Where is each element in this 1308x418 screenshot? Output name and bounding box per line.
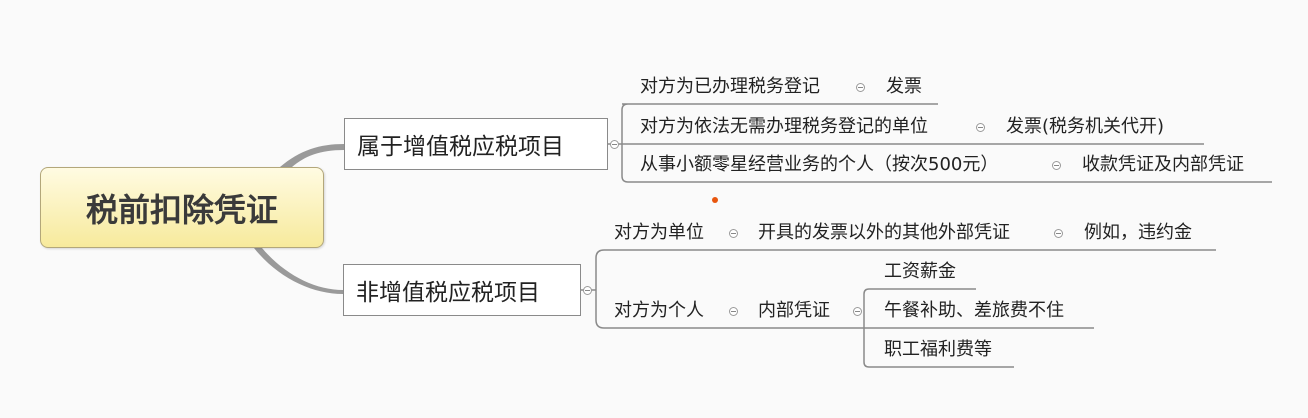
vat-bracket	[621, 103, 1272, 183]
root-to-vat-curve	[280, 144, 344, 167]
branch-vat-taxable[interactable]: 属于增值税应税项目	[344, 118, 608, 170]
root-node[interactable]: 税前扣除凭证	[40, 167, 324, 248]
node-party-unit[interactable]: 对方为单位	[614, 222, 704, 243]
node-example-penalty[interactable]: 例如，违约金	[1084, 222, 1192, 243]
nonvat-bracket	[595, 249, 1216, 329]
root-to-nonvat-curve	[254, 248, 343, 294]
node-wages[interactable]: 工资薪金	[884, 261, 956, 282]
collapse-toggle-icon[interactable]	[1054, 229, 1063, 238]
node-registered-party[interactable]: 对方为已办理税务登记	[640, 76, 820, 97]
branch-non-vat-taxable[interactable]: 非增值税应税项目	[343, 264, 581, 316]
node-small-individual[interactable]: 从事小额零星经营业务的个人（按次500元）	[640, 154, 999, 175]
node-internal-voucher[interactable]: 内部凭证	[758, 300, 830, 321]
collapse-toggle-icon[interactable]	[976, 123, 985, 132]
collapse-toggle-icon[interactable]	[856, 83, 865, 92]
collapse-toggle-icon[interactable]	[1052, 161, 1061, 170]
node-tax-office-invoice[interactable]: 发票(税务机关代开)	[1006, 116, 1165, 137]
collapse-toggle-icon[interactable]	[583, 286, 592, 295]
node-invoice[interactable]: 发票	[886, 76, 922, 97]
collapse-toggle-icon[interactable]	[729, 229, 738, 238]
marker-dot	[712, 197, 718, 203]
collapse-toggle-icon[interactable]	[610, 140, 619, 149]
person-items-bracket	[863, 288, 1094, 368]
node-external-voucher[interactable]: 开具的发票以外的其他外部凭证	[758, 222, 1010, 243]
node-party-individual[interactable]: 对方为个人	[614, 300, 704, 321]
collapse-toggle-icon[interactable]	[853, 307, 862, 316]
node-welfare[interactable]: 职工福利费等	[884, 339, 992, 360]
node-exempt-unit[interactable]: 对方为依法无需办理税务登记的单位	[640, 116, 928, 137]
collapse-toggle-icon[interactable]	[729, 307, 738, 316]
node-meal-travel[interactable]: 午餐补助、差旅费不住	[884, 300, 1064, 321]
node-receipt-internal[interactable]: 收款凭证及内部凭证	[1082, 154, 1244, 175]
